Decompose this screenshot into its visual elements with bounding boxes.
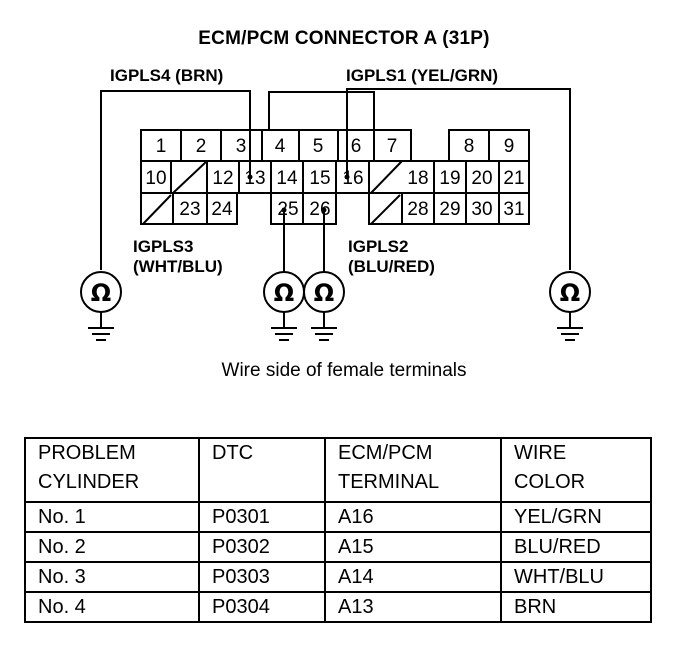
- cell-dtc: P0302: [198, 531, 326, 563]
- terminal-25: 25: [277, 199, 298, 220]
- table-row: No. 3 P0303 A14 WHT/BLU: [24, 561, 652, 593]
- cell-wire-color: YEL/GRN: [500, 501, 652, 533]
- terminal-23: 23: [179, 199, 200, 220]
- ground-icon: [311, 312, 337, 341]
- connector-latch: [268, 91, 375, 130]
- terminal-7: 7: [387, 136, 398, 157]
- terminal-9: 9: [504, 136, 515, 157]
- ohm-symbol: Ω: [560, 279, 580, 307]
- connector-title: ECM/PCM CONNECTOR A (31P): [198, 28, 490, 49]
- label-igpls1: IGPLS1 (YEL/GRN): [346, 66, 499, 85]
- diagram-caption: Wire side of female terminals: [221, 360, 467, 381]
- terminal-19: 19: [439, 168, 460, 189]
- label-igpls3-color: (WHT/BLU): [133, 257, 223, 276]
- terminal-2: 2: [196, 136, 207, 157]
- terminal-31: 31: [503, 199, 524, 220]
- ohm-symbol: Ω: [274, 279, 294, 307]
- cell-dtc: P0304: [198, 591, 326, 623]
- ohm-symbol: Ω: [314, 279, 334, 307]
- label-igpls3-name: IGPLS3: [133, 237, 194, 256]
- ohm-symbol: Ω: [91, 279, 111, 307]
- connector-diagram: 1 2 3 4 5 6 7 8 9 10 12 13 14 15 16 18 1…: [80, 88, 591, 341]
- ground-icon: [557, 312, 583, 341]
- table-row: No. 2 P0302 A15 BLU/RED: [24, 531, 652, 563]
- ground-icon: [88, 312, 114, 341]
- table-row: No. 4 P0304 A13 BRN: [24, 591, 652, 623]
- terminal-12: 12: [212, 168, 233, 189]
- header-dtc: DTC: [198, 437, 326, 503]
- terminal-15: 15: [309, 168, 330, 189]
- label-igpls2-name: IGPLS2: [348, 237, 409, 256]
- table-row: No. 1 P0301 A16 YEL/GRN: [24, 501, 652, 533]
- cell-cylinder: No. 4: [24, 591, 200, 623]
- terminal-5: 5: [313, 136, 324, 157]
- terminal-1: 1: [156, 136, 167, 157]
- terminal-30: 30: [471, 199, 492, 220]
- cell-cylinder: No. 2: [24, 531, 200, 563]
- header-ecm-terminal: ECM/PCM TERMINAL: [324, 437, 502, 503]
- terminal-29: 29: [439, 199, 460, 220]
- cell-terminal: A15: [324, 531, 502, 563]
- terminal-6: 6: [351, 136, 362, 157]
- cell-wire-color: BLU/RED: [500, 531, 652, 563]
- cell-terminal: A14: [324, 561, 502, 593]
- wire-igpls1: [346, 88, 571, 270]
- header-wire-color: WIRE COLOR: [500, 437, 652, 503]
- cell-wire-color: WHT/BLU: [500, 561, 652, 593]
- terminal-20: 20: [471, 168, 492, 189]
- label-igpls2-color: (BLU/RED): [348, 257, 435, 276]
- table-header-row: PROBLEM CYLINDER DTC ECM/PCM TERMINAL WI…: [24, 437, 652, 503]
- terminal-24: 24: [211, 199, 233, 220]
- terminal-8: 8: [464, 136, 475, 157]
- terminal-3: 3: [236, 136, 247, 157]
- terminal-10: 10: [145, 168, 166, 189]
- cell-dtc: P0301: [198, 501, 326, 533]
- header-problem-cylinder: PROBLEM CYLINDER: [24, 437, 200, 503]
- terminal-21: 21: [503, 168, 524, 189]
- cell-terminal: A13: [324, 591, 502, 623]
- terminal-13: 13: [244, 168, 265, 189]
- terminal-16: 16: [342, 168, 363, 189]
- terminal-26: 26: [309, 199, 330, 220]
- cell-cylinder: No. 1: [24, 501, 200, 533]
- cell-terminal: A16: [324, 501, 502, 533]
- terminal-18: 18: [407, 168, 428, 189]
- cell-wire-color: BRN: [500, 591, 652, 623]
- terminal-28: 28: [407, 199, 428, 220]
- terminal-14: 14: [276, 168, 298, 189]
- wire-igpls4: [100, 90, 251, 270]
- cell-dtc: P0303: [198, 561, 326, 593]
- ground-icon: [271, 312, 297, 341]
- cell-cylinder: No. 3: [24, 561, 200, 593]
- label-igpls4: IGPLS4 (BRN): [110, 66, 224, 85]
- cylinder-table: PROBLEM CYLINDER DTC ECM/PCM TERMINAL WI…: [24, 437, 652, 623]
- terminal-4: 4: [275, 136, 286, 157]
